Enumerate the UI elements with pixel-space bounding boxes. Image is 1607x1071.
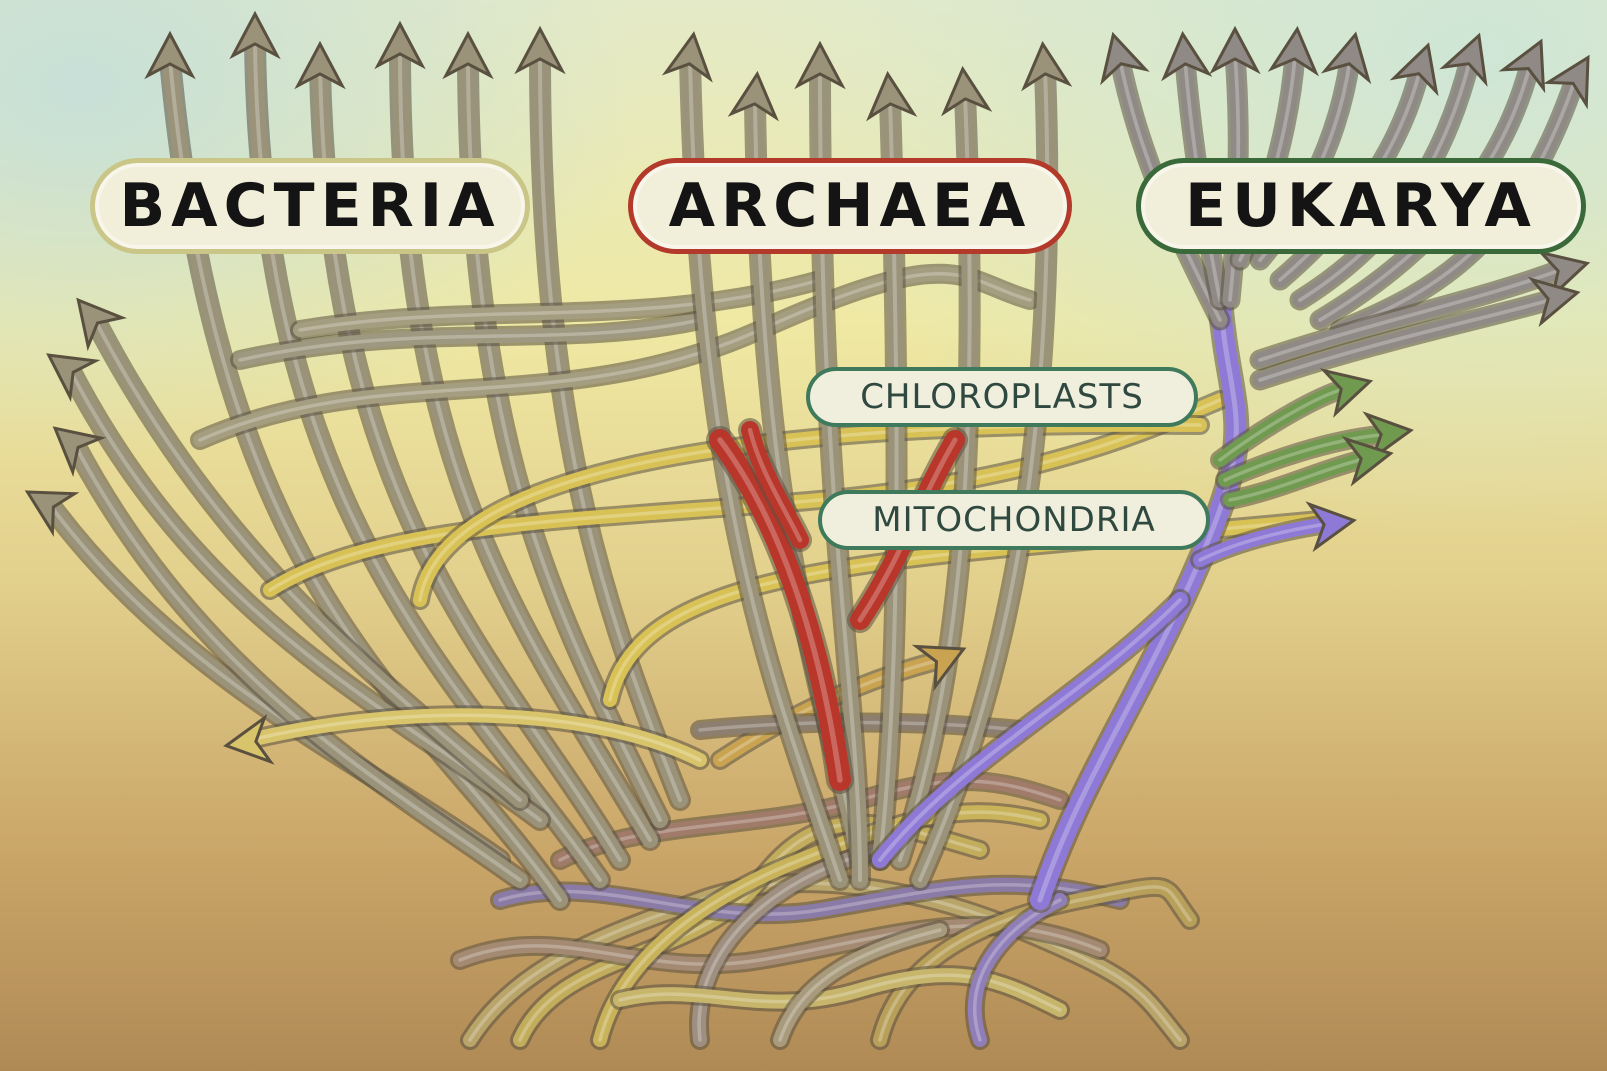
archaea-label: ARCHAEA	[628, 158, 1072, 254]
chloroplasts-label: CHLOROPLASTS	[806, 367, 1198, 427]
bacteria-label: BACTERIA	[90, 158, 530, 254]
mitochondria-label: MITOCHONDRIA	[818, 490, 1210, 550]
eukarya-label: EUKARYA	[1136, 158, 1586, 254]
